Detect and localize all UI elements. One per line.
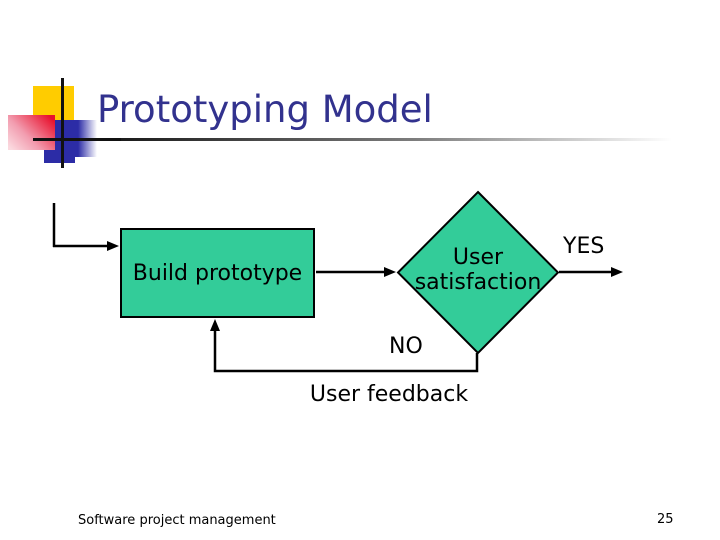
footer-course-title: Software project management xyxy=(78,513,276,528)
title-underline-rule xyxy=(100,138,672,141)
feedback-loop-arrowhead xyxy=(210,319,220,331)
user-satisfaction-line1: User xyxy=(452,245,504,270)
entry-arrowhead xyxy=(107,241,119,251)
slide-number: 25 xyxy=(657,512,674,527)
yes-label: YES xyxy=(563,234,605,259)
logo-vertical-line xyxy=(61,78,64,168)
user-satisfaction-line2: satisfaction xyxy=(414,270,542,295)
feedback-loop-line xyxy=(213,329,479,373)
user-satisfaction-label: User satisfaction xyxy=(398,245,558,295)
logo-red-square xyxy=(8,115,55,150)
build-prototype-label: Build prototype xyxy=(132,260,303,286)
logo-horizontal-line xyxy=(33,138,121,141)
yes-branch-arrowhead xyxy=(611,267,623,277)
slide-title: Prototyping Model xyxy=(97,88,433,131)
box-to-decision-arrowhead xyxy=(384,267,396,277)
no-label: NO xyxy=(389,334,423,359)
user-feedback-label: User feedback xyxy=(309,382,469,407)
build-prototype-box: Build prototype xyxy=(120,228,315,318)
